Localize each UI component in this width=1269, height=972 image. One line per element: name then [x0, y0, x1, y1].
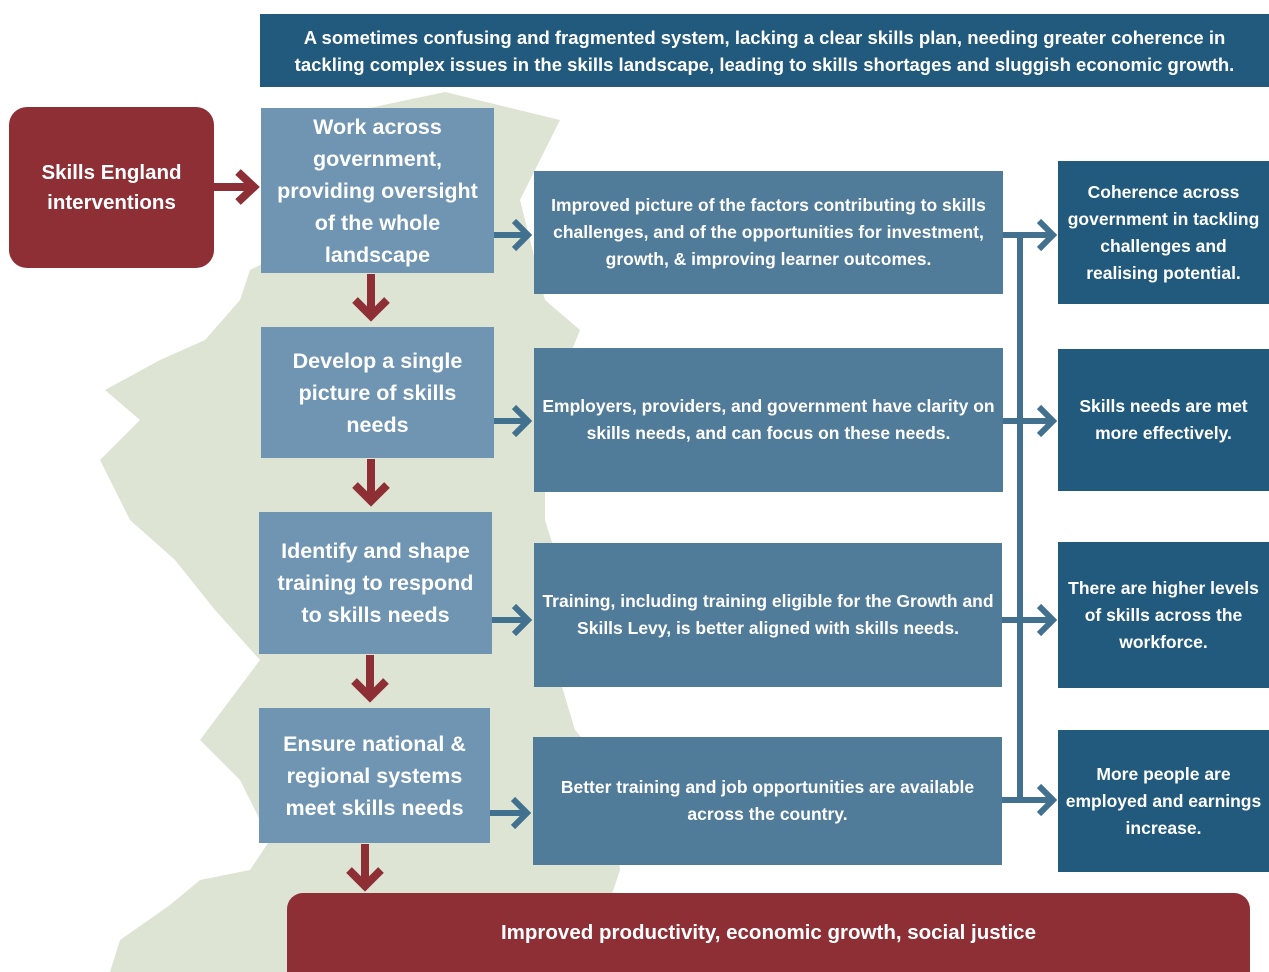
- step-shape-training: Identify and shape training to respond t…: [259, 512, 492, 654]
- arrow-to-outcome4: [1020, 783, 1058, 817]
- interventions-box: Skills England interventions: [9, 107, 214, 268]
- arrow-step4-to-result4: [490, 796, 532, 830]
- arrow-down-1: [352, 274, 390, 322]
- step-regional-systems: Ensure national & regional systems meet …: [259, 708, 490, 843]
- result-aligned-training: Training, including training eligible fo…: [534, 543, 1002, 687]
- arrow-step2-to-result2: [494, 404, 533, 438]
- arrow-to-outcome3: [1020, 603, 1058, 637]
- arrow-to-outcome2: [1020, 404, 1058, 438]
- step-skills-picture: Develop a single picture of skills needs: [261, 327, 494, 458]
- result-clarity: Employers, providers, and government hav…: [534, 348, 1003, 492]
- arrow-down-4: [346, 844, 384, 892]
- arrow-interventions-to-step1: [214, 169, 260, 205]
- outcome-needs-met: Skills needs are met more effectively.: [1058, 349, 1269, 491]
- outcome-coherence: Coherence across government in tackling …: [1058, 161, 1269, 304]
- arrow-down-2: [352, 459, 390, 507]
- step-oversight: Work across government, providing oversi…: [261, 108, 494, 273]
- problem-banner: A sometimes confusing and fragmented sys…: [260, 14, 1269, 87]
- outcome-employment: More people are employed and earnings in…: [1058, 730, 1269, 872]
- arrow-step3-to-result3: [492, 603, 533, 637]
- outcome-higher-skills: There are higher levels of skills across…: [1058, 542, 1269, 688]
- arrow-down-3: [351, 655, 389, 703]
- result-opportunities: Better training and job opportunities ar…: [533, 737, 1002, 865]
- arrow-step1-to-result1: [494, 218, 533, 252]
- result-improved-picture: Improved picture of the factors contribu…: [534, 171, 1003, 294]
- arrow-to-outcome1: [1020, 218, 1058, 252]
- impact-banner: Improved productivity, economic growth, …: [287, 893, 1250, 972]
